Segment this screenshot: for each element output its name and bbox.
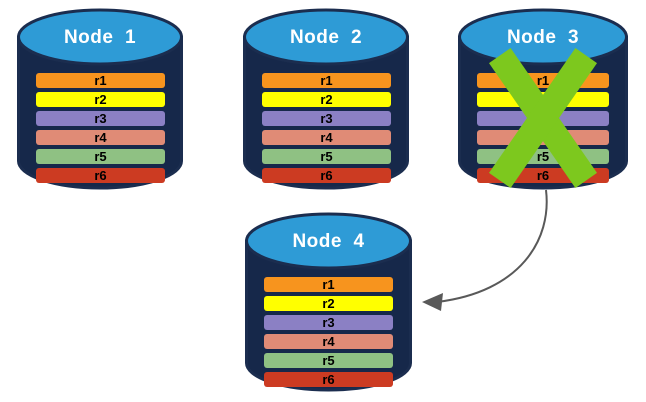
node-title: Node 2 [289, 27, 363, 48]
row-label: r5 [322, 353, 335, 368]
row-label: r4 [322, 334, 335, 349]
row-label: r1 [536, 73, 550, 88]
row-bar[interactable]: r2 [264, 296, 393, 311]
row-bar[interactable]: r1 [264, 277, 393, 292]
cross-mark-icon [489, 48, 597, 188]
arrow-line [436, 189, 548, 303]
node-title: Node 4 [292, 231, 365, 252]
row-bar[interactable]: r3 [262, 111, 391, 126]
node-4[interactable]: Node 4 r1 r2 r3 r4 r5 r6 [245, 212, 412, 392]
row-list: r1 r2 r3 r4 r5 r6 [36, 73, 165, 183]
cylinder-top [245, 212, 412, 270]
row-list: r1 r2 r3 r4 r5 r6 [264, 277, 393, 387]
row-bar[interactable]: r2 [262, 92, 391, 107]
row-bar[interactable]: r5 [36, 149, 165, 164]
row-label: r6 [322, 372, 335, 387]
node-2[interactable]: Node 2 r1 r2 r3 r4 r5 r6 [243, 8, 409, 190]
cylinder-top [17, 8, 183, 66]
row-label: r4 [320, 130, 333, 145]
row-label: r5 [536, 149, 550, 164]
node-title: Node 1 [63, 27, 137, 48]
row-label: r2 [322, 296, 335, 311]
cylinder-top [243, 8, 409, 66]
row-list: r1 r2 r3 r4 r5 r6 [262, 73, 391, 183]
row-bar[interactable]: r1 [36, 73, 165, 88]
row-label: r6 [94, 168, 107, 183]
row-bar[interactable]: r3 [264, 315, 393, 330]
row-label: r5 [320, 149, 333, 164]
row-bar[interactable]: r3 [36, 111, 165, 126]
row-bar[interactable]: r5 [264, 353, 393, 368]
row-label: r1 [94, 73, 107, 88]
row-bar[interactable]: r4 [36, 130, 165, 145]
node-3[interactable]: Node 3r1r2r3r4r5r6 [458, 8, 628, 190]
cross-stroke [489, 48, 597, 188]
row-label: r2 [320, 92, 333, 107]
row-bar[interactable]: r5 [262, 149, 391, 164]
node-title: Node 3 [506, 27, 580, 48]
row-label: r3 [94, 111, 107, 126]
row-bar[interactable]: r6 [36, 168, 165, 183]
row-bar[interactable]: r4 [264, 334, 393, 349]
row-label: r1 [320, 73, 333, 88]
node-1[interactable]: Node 1 r1 r2 r3 r4 r5 r6 [17, 8, 183, 190]
arrow-head [422, 293, 443, 311]
row-label: r6 [320, 168, 333, 183]
row-bar[interactable]: r6 [262, 168, 391, 183]
row-label: r5 [94, 149, 107, 164]
row-bar[interactable]: r4 [262, 130, 391, 145]
row-label: r3 [322, 315, 335, 330]
cylinder-top [458, 8, 628, 66]
row-label: r3 [320, 111, 333, 126]
row-label: r1 [322, 277, 335, 292]
row-bar[interactable]: r6 [264, 372, 393, 387]
row-label: r2 [94, 92, 107, 107]
row-label: r6 [536, 168, 550, 183]
row-bar[interactable]: r1 [262, 73, 391, 88]
row-label: r4 [94, 130, 107, 145]
row-bar[interactable]: r2 [36, 92, 165, 107]
